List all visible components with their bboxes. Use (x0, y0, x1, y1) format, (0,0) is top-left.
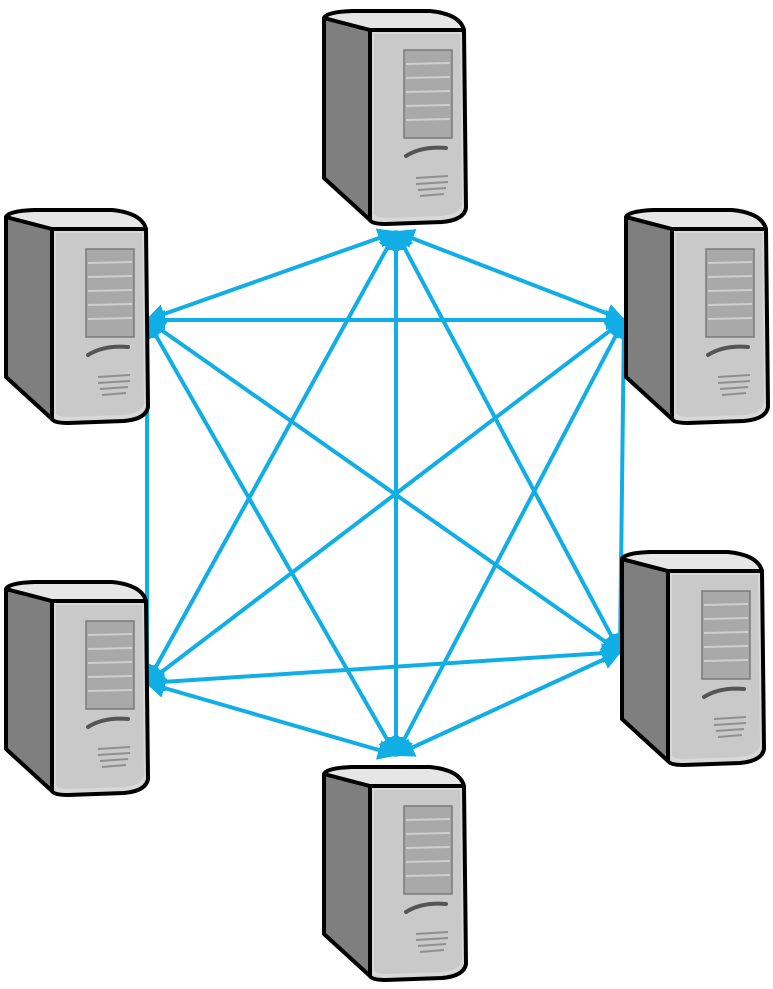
link-top-upper-right (394, 229, 626, 323)
link-upper-left-bottom (145, 318, 398, 757)
link-top-lower-right (394, 230, 622, 654)
server-upper-left-icon (4, 208, 150, 425)
link-top-upper-left (145, 228, 398, 324)
link-top-lower-left (145, 230, 398, 685)
link-lower-right-bottom (394, 650, 622, 757)
server-bottom-icon (322, 765, 468, 982)
link-upper-right-bottom (394, 318, 626, 757)
server-lower-right-icon (620, 550, 766, 767)
server-upper-right-icon (624, 208, 770, 425)
link-upper-right-lower-left (145, 318, 626, 685)
server-top-icon (322, 9, 468, 226)
link-lower-left-lower-right (145, 643, 622, 692)
link-upper-left-lower-right (145, 318, 622, 654)
links-layer (137, 228, 634, 760)
link-lower-left-bottom (145, 678, 398, 760)
server-lower-left-icon (4, 580, 150, 797)
nodes-layer (4, 9, 770, 982)
